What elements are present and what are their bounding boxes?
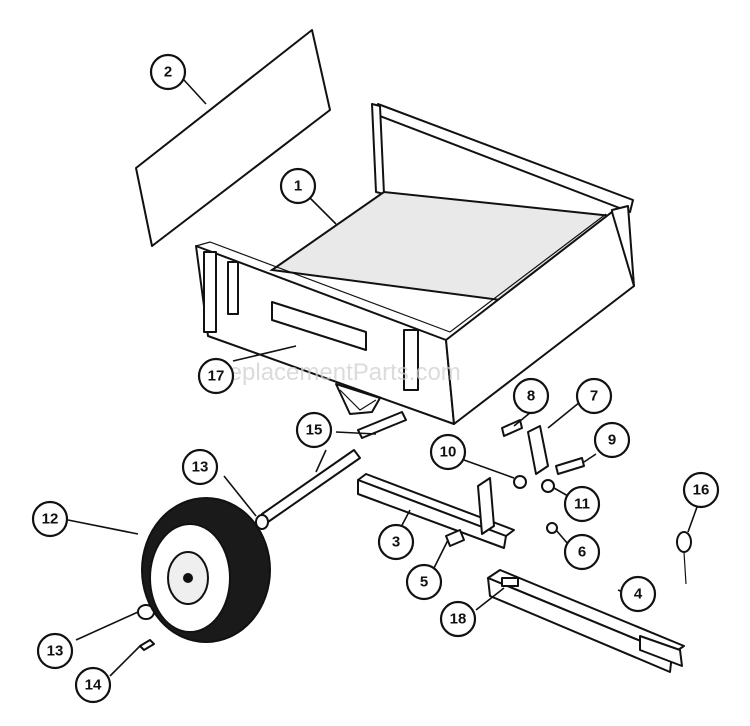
callout-13-lower: 13 — [36, 632, 74, 670]
callout-8-label: 8 — [527, 388, 535, 405]
callout-13-upper: 13 — [181, 448, 219, 486]
callout-3: 3 — [377, 523, 415, 561]
callout-12-label: 12 — [42, 511, 59, 528]
callout-2-label: 2 — [164, 64, 172, 81]
callout-5-label: 5 — [420, 574, 428, 591]
callout-16: 16 — [682, 471, 720, 509]
callout-4-label: 4 — [634, 586, 643, 603]
callout-6-label: 6 — [578, 544, 586, 561]
callout-16-label: 16 — [693, 482, 710, 499]
callout-14-label: 14 — [85, 677, 102, 694]
side-panel-part — [135, 29, 331, 247]
watermark: eReplacementParts.com — [198, 359, 461, 386]
callout-7-label: 7 — [590, 388, 598, 405]
callout-15-label: 15 — [306, 422, 323, 439]
callout-1-label: 1 — [294, 178, 302, 195]
callout-11: 11 — [563, 485, 601, 523]
callout-1: 1 — [279, 167, 317, 205]
callout-6: 6 — [563, 533, 601, 571]
callout-17-label: 17 — [208, 368, 225, 385]
tongue-part — [487, 569, 685, 673]
callout-12: 12 — [31, 500, 69, 538]
callout-5: 5 — [405, 563, 443, 601]
callout-15: 15 — [295, 411, 333, 449]
callout-17: 17 — [197, 357, 235, 395]
callout-13-upper-label: 13 — [192, 459, 209, 476]
callout-10: 10 — [429, 433, 467, 471]
callout-13-lower-label: 13 — [47, 643, 64, 660]
callout-8: 8 — [512, 377, 550, 415]
axle-part — [261, 411, 407, 523]
callout-10-label: 10 — [440, 444, 457, 461]
cart-box-part — [195, 103, 635, 425]
callout-7: 7 — [575, 377, 613, 415]
callout-2: 2 — [149, 53, 187, 91]
callout-11-label: 11 — [574, 496, 590, 513]
callout-4: 4 — [619, 575, 657, 613]
callout-3-label: 3 — [392, 534, 400, 551]
callout-9-label: 9 — [608, 432, 616, 449]
callout-14: 14 — [74, 666, 112, 704]
wheel-part — [141, 497, 271, 643]
callout-18: 18 — [439, 600, 477, 638]
callout-9: 9 — [593, 421, 631, 459]
callout-18-label: 18 — [450, 611, 467, 628]
tongue-bracket-part — [357, 473, 515, 549]
